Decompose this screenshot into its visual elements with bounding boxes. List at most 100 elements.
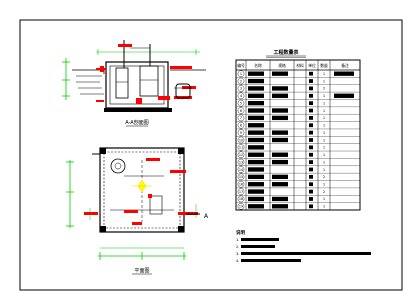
row-spec-mark (272, 93, 288, 98)
table-header-cell: 名称 (254, 63, 262, 68)
row-unit-mark (309, 182, 313, 187)
row-quantity: 1 (323, 131, 325, 135)
well-plan-outline (99, 147, 185, 233)
table-header-cell: 材料 (296, 63, 304, 68)
row-name-mark (248, 78, 264, 84)
table-title: 工程数量表 (273, 49, 299, 56)
row-name-mark (248, 145, 264, 150)
row-quantity: 1 (323, 79, 325, 83)
row-name-mark (248, 167, 264, 172)
row-name-mark (248, 174, 264, 180)
row-quantity: 1 (323, 160, 325, 164)
row-number: 19 (239, 205, 243, 209)
section-title: A-A剖面图 (125, 119, 148, 126)
row-quantity: 1 (323, 197, 325, 201)
row-spec-mark (272, 196, 288, 202)
plan-view: A 平面图 (66, 147, 209, 275)
row-unit-mark (309, 160, 313, 164)
row-spec-mark (272, 115, 288, 121)
table-header-cell: 单位 (308, 63, 316, 68)
row-name-mark (248, 100, 264, 106)
notes-block: 说明 1.2.3.4. (236, 229, 371, 263)
row-name-mark (248, 86, 264, 91)
row-spec-mark (272, 130, 288, 135)
manhole-circle (110, 158, 126, 174)
row-quantity: 1 (323, 168, 325, 172)
note-line: 1. (236, 238, 279, 242)
row-quantity: 2 (323, 190, 325, 194)
note-line: 4. (236, 259, 301, 263)
row-name-mark (248, 93, 264, 98)
row-unit-mark (309, 123, 313, 128)
row-number: 9 (240, 131, 242, 135)
row-unit-mark (309, 130, 313, 135)
row-number: 2 (240, 79, 242, 83)
row-number: 3 (240, 87, 242, 91)
row-unit-mark (309, 204, 313, 209)
row-quantity: 1 (323, 205, 325, 209)
row-quantity: 1 (323, 146, 325, 150)
row-number: 5 (240, 101, 242, 105)
row-spec-mark (272, 159, 288, 165)
row-number: 14 (239, 168, 243, 172)
row-unit-mark (309, 138, 313, 142)
row-quantity: 2 (323, 87, 325, 91)
notes-title: 说明 (236, 229, 245, 236)
sheet-border (19, 19, 403, 291)
row-quantity: 2 (323, 175, 325, 179)
row-unit-mark (309, 189, 313, 194)
note-line: 2. (236, 245, 275, 249)
row-spec-mark (272, 108, 288, 113)
row-unit-mark (309, 197, 313, 201)
row-unit-mark (309, 86, 313, 91)
row-spec-mark (272, 137, 288, 143)
row-spec-mark (272, 174, 288, 180)
row-number: 7 (240, 116, 242, 120)
row-unit-mark (309, 174, 313, 179)
section-view: A-A剖面图 (62, 40, 206, 127)
row-name-mark (248, 130, 264, 135)
row-number: 8 (240, 124, 242, 128)
row-unit-mark (309, 108, 313, 113)
row-name-mark (248, 196, 264, 202)
table-row: 16 1 (237, 180, 325, 188)
row-quantity: 1 (323, 183, 325, 187)
row-number: 13 (239, 160, 243, 164)
row-number: 15 (239, 175, 243, 179)
row-name-mark (248, 71, 264, 76)
section-marker-right: A (204, 213, 209, 220)
table-header-cell: 数量 (320, 63, 328, 68)
row-quantity: 1 (323, 94, 325, 98)
row-name-mark (248, 189, 264, 194)
table-row: 13 1 (237, 158, 325, 166)
row-number: 1 (240, 72, 242, 76)
row-unit-mark (309, 145, 313, 150)
table-header-cell: 规格 (278, 63, 286, 68)
row-name-mark (248, 182, 264, 187)
row-unit-mark (309, 101, 313, 106)
table-row: 14 1 (237, 166, 325, 173)
base-slab (104, 108, 172, 112)
row-spec-mark (272, 204, 288, 209)
row-name-mark (248, 137, 264, 143)
table-row: 19 1 (237, 203, 325, 210)
row-number: 16 (239, 183, 243, 187)
note-number: 2. (236, 245, 239, 249)
row-name-mark (248, 123, 264, 128)
row-name-mark (248, 152, 264, 157)
row-number: 4 (240, 94, 242, 98)
row-name-mark (248, 108, 264, 113)
row-quantity: 1 (323, 116, 325, 120)
row-spec-mark (272, 86, 288, 91)
